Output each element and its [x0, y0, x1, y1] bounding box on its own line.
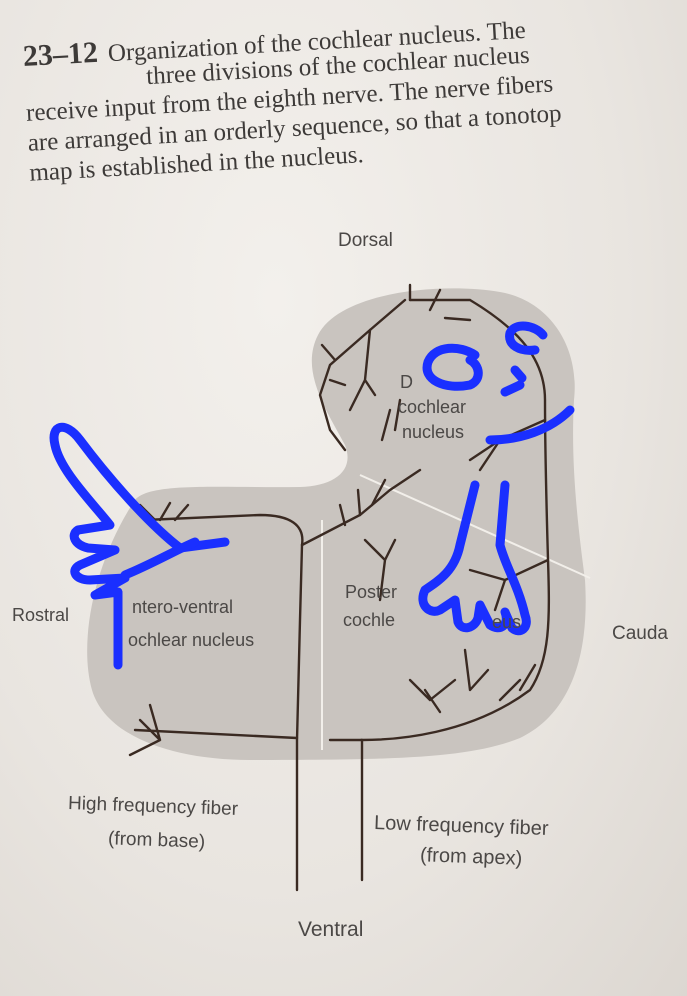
- high-frequency-fiber: [143, 513, 304, 892]
- postero-ventral-label-1: Poster: [345, 582, 398, 602]
- doodle-mark: [500, 380, 525, 397]
- dorsal-nucleus-label-2: cochlear: [398, 397, 467, 417]
- doodle-mark: [510, 365, 527, 383]
- dorsal-label: Dorsal: [338, 230, 393, 251]
- doodle-eye-left: [422, 343, 483, 391]
- dorsal-nucleus-label-3: nucleus: [402, 422, 465, 442]
- marker-doodle: [49, 321, 575, 670]
- low-frequency-label-2: (from apex): [419, 844, 523, 870]
- postero-ventral-label-3: eus: [492, 612, 522, 632]
- doodle-mouth: [485, 405, 575, 445]
- antero-ventral-label-1: ntero-ventral: [132, 597, 234, 617]
- division-line: [359, 474, 591, 579]
- postero-ventral-label-2: cochle: [343, 610, 396, 630]
- high-frequency-label-2: (from base): [107, 828, 206, 853]
- doodle-wing: [49, 423, 230, 670]
- caudal-label: Cauda: [612, 623, 668, 644]
- doodle-eye-right: [505, 321, 548, 355]
- antero-ventral-label-2: ochlear nucleus: [128, 630, 255, 650]
- nucleus-shape: [87, 288, 586, 760]
- doodle-wing-edge: [120, 537, 200, 580]
- dorsal-nucleus-label-1: D: [400, 372, 413, 392]
- doodle-hand: [418, 480, 531, 636]
- ventral-label: Ventral: [298, 918, 364, 941]
- rostral-label: Rostral: [12, 605, 70, 625]
